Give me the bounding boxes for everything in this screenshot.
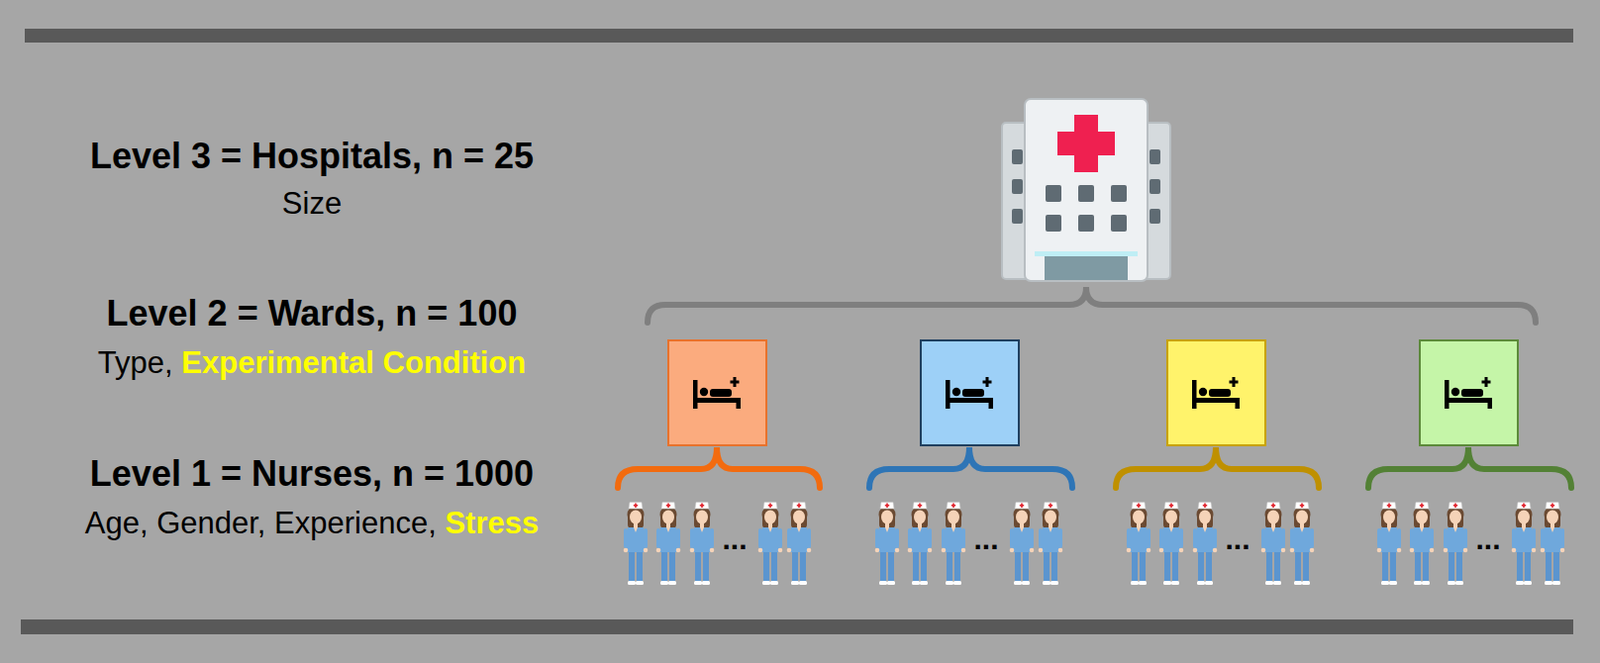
bottom-bar bbox=[20, 619, 1574, 635]
ward-box bbox=[1419, 340, 1518, 446]
ward-bracket bbox=[1115, 447, 1319, 489]
ward-box bbox=[668, 340, 767, 446]
nurse-group bbox=[875, 502, 1064, 587]
highlight-text: Experimental Condition bbox=[181, 345, 526, 381]
nurse-group bbox=[623, 502, 812, 587]
level-heading: Level 2 = Wards, n = 100 bbox=[106, 293, 518, 334]
level-heading-line: Level 1 = Nurses, n = 1000 bbox=[90, 453, 534, 496]
top-bar bbox=[24, 28, 1574, 43]
level-attributes: Type, bbox=[98, 345, 174, 381]
level-heading: Level 1 = Nurses, n = 1000 bbox=[90, 453, 534, 495]
ellipsis: ... bbox=[973, 522, 999, 556]
level-attributes-line: Age, Gender, Experience,Stress bbox=[85, 505, 539, 542]
hospital-bracket bbox=[647, 287, 1536, 323]
level-heading-line: Level 3 = Hospitals, n = 25 bbox=[90, 135, 534, 178]
ellipsis-line: ... bbox=[1224, 524, 1250, 555]
ellipsis: ... bbox=[1224, 522, 1250, 556]
ward-bracket bbox=[1368, 447, 1572, 489]
ward-bracket bbox=[617, 447, 820, 489]
hospital-icon bbox=[1001, 99, 1171, 282]
ward-bracket bbox=[869, 447, 1073, 489]
ward-box bbox=[1167, 340, 1266, 446]
level-attributes-line: Type,Experimental Condition bbox=[98, 345, 526, 382]
nurse-group bbox=[1377, 502, 1566, 587]
ellipsis: ... bbox=[1475, 522, 1500, 556]
ellipsis-line: ... bbox=[721, 524, 747, 555]
ellipsis-line: ... bbox=[1475, 524, 1500, 555]
highlight-text: Stress bbox=[444, 505, 539, 541]
nurse-group bbox=[1126, 502, 1315, 587]
level-heading: Level 3 = Hospitals, n = 25 bbox=[90, 135, 534, 177]
ellipsis-line: ... bbox=[973, 524, 999, 555]
level-attributes-line: Size bbox=[282, 186, 342, 222]
level-heading-line: Level 2 = Wards, n = 100 bbox=[106, 293, 518, 335]
ellipsis: ... bbox=[721, 522, 747, 556]
ward-box bbox=[920, 340, 1019, 446]
level-attributes: Size bbox=[282, 186, 342, 221]
level-attributes: Age, Gender, Experience, bbox=[85, 505, 437, 541]
